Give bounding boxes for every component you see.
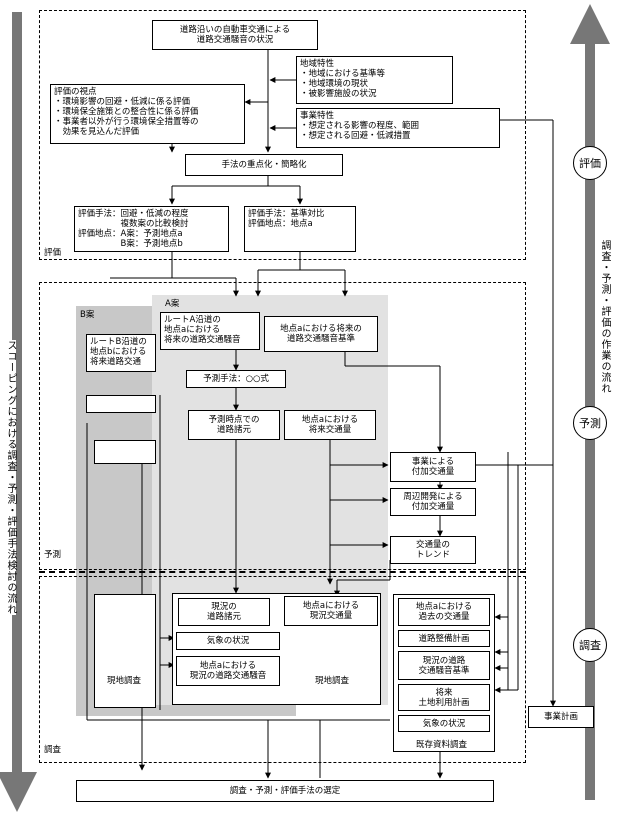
evaluation-viewpoint-box: 評価の視点 ・環境影響の回避・低減に係る評価 ・環境保全施策との整合性に係る評価… — [50, 84, 245, 144]
road-spec-box: 予測時点での 道路諸元 — [188, 410, 280, 440]
added-dev-box: 周辺開発による 付加交通量 — [390, 488, 476, 516]
land-plan-box: 将来 土地利用計画 — [398, 684, 490, 711]
current-noise-box: 地点aにおける 現況の道路交通騒音 — [176, 656, 280, 686]
current-standard-box: 現況の道路 交通騒音基準 — [398, 651, 490, 680]
field-survey-b-box — [94, 594, 156, 708]
survey-region — [39, 576, 526, 763]
evaluation-right-box: 評価手法：基準対比 評価地点：地点a — [244, 206, 356, 252]
survey-region-label: 調査 — [44, 745, 62, 755]
road-plan-box: 道路整備計画 — [398, 630, 490, 647]
right-axis-label: 調査・予測・評価の作業の流れ — [599, 240, 610, 394]
weather-e-box: 気象の状況 — [398, 715, 490, 732]
phase-divider — [39, 571, 526, 573]
future-standard-box: 地点aにおける将来の 道路交通騒音基準 — [264, 316, 378, 352]
evaluation-region — [39, 10, 526, 260]
route-b-box: ルートB沿道の 地点bにおける 将来道路交通 — [86, 334, 156, 372]
future-traffic-box: 地点aにおける 将来交通量 — [284, 410, 376, 440]
route-a-box: ルートA沿道の 地点aにおける 将来の道路交通騒音 — [160, 312, 260, 350]
phase-survey-circle: 調査 — [573, 628, 607, 662]
existing-data-label: 既存資料調査 — [416, 740, 468, 750]
trend-box: 交通量の トレンド — [390, 536, 476, 564]
weather-a-box: 気象の状況 — [176, 632, 280, 650]
field-survey-b-label: 現地調査 — [107, 676, 142, 686]
field-survey-a-label: 現地調査 — [315, 676, 350, 686]
plan-b-spec-box — [94, 440, 156, 464]
plan-b-label: B案 — [80, 310, 95, 320]
evaluation-left-box: 評価手法：回避・低減の程度 複数案の比較検討 評価地点：A案：予測地点a B案：… — [74, 206, 229, 252]
focus-box: 手法の重点化・簡略化 — [185, 154, 343, 176]
prediction-region — [39, 282, 526, 570]
regional-characteristics-box: 地域特性 ・地域における基準等 ・地域環境の現状 ・被影響施設の状況 — [296, 56, 453, 104]
past-traffic-box: 地点aにおける 過去の交通量 — [398, 598, 490, 626]
phase-prediction-circle: 予測 — [573, 406, 607, 440]
prediction-method-box: 予測手法：○○式 — [186, 370, 286, 388]
final-selection-box: 調査・予測・評価手法の選定 — [76, 780, 494, 802]
current-road-spec-box: 現況の 道路諸元 — [178, 598, 270, 626]
evaluation-region-label: 評価 — [44, 248, 62, 258]
project-characteristics-box: 事業特性 ・想定される影響の程度、範囲 ・想定される回避・低減措置 — [296, 108, 500, 148]
left-axis-label: スコーピングにおける調査・予測・評価手法検討の流れ — [4, 340, 16, 615]
current-traffic-box: 地点aにおける 現況交通量 — [284, 596, 378, 626]
plan-b-method-box — [86, 395, 156, 413]
added-project-box: 事業による 付加交通量 — [390, 452, 476, 482]
prediction-region-label: 予測 — [44, 550, 62, 560]
plan-a-label: A案 — [165, 299, 180, 309]
top-title-box: 道路沿いの自動車交通による 道路交通騒音の状況 — [152, 20, 318, 50]
phase-evaluation-circle: 評価 — [573, 146, 607, 180]
project-plan-box: 事業計画 — [528, 706, 594, 728]
